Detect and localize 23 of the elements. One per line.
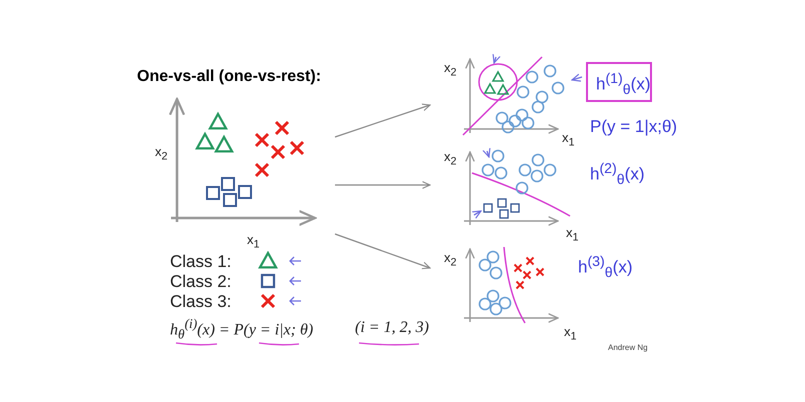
author-credit: Andrew Ng [608, 343, 648, 352]
formula: (i = 1, 2, 3) [355, 318, 429, 338]
hypothesis-box [586, 62, 652, 102]
legend-label: Class 1: [170, 253, 232, 270]
handwritten-note: P(y = 1|x;θ) [590, 118, 678, 137]
arrow [334, 233, 431, 270]
slide-title: One-vs-all (one-vs-rest): [137, 68, 322, 86]
handwritten-note: h$^{(2)}$$_{θ}$(x) [590, 162, 644, 189]
axis-label: x$_{2}$ [444, 251, 457, 268]
axis-label: x$_{1}$ [247, 233, 260, 250]
arrow [334, 104, 431, 138]
axis-label: x$_{1}$ [564, 325, 577, 342]
axis-label: x$_{2}$ [444, 150, 457, 168]
arrow [335, 181, 431, 189]
axis-label: x$_{2}$ [444, 61, 457, 78]
formula: h$_{θ}$$^{(i)}$(x) = P(y = i|x; θ) [170, 316, 314, 342]
handwritten-note: h$^{(3)}$$_{θ}$(x) [578, 255, 632, 282]
legend-label: Class 3: [170, 293, 232, 310]
axis-label: x$_{1}$ [562, 131, 575, 148]
legend-label: Class 2: [170, 273, 232, 290]
handwritten-note: h$^{(1)}$$_{θ}$(x) [596, 72, 650, 99]
axis-label: x$_{2}$ [155, 145, 168, 162]
axis-label: x$_{1}$ [566, 226, 579, 244]
